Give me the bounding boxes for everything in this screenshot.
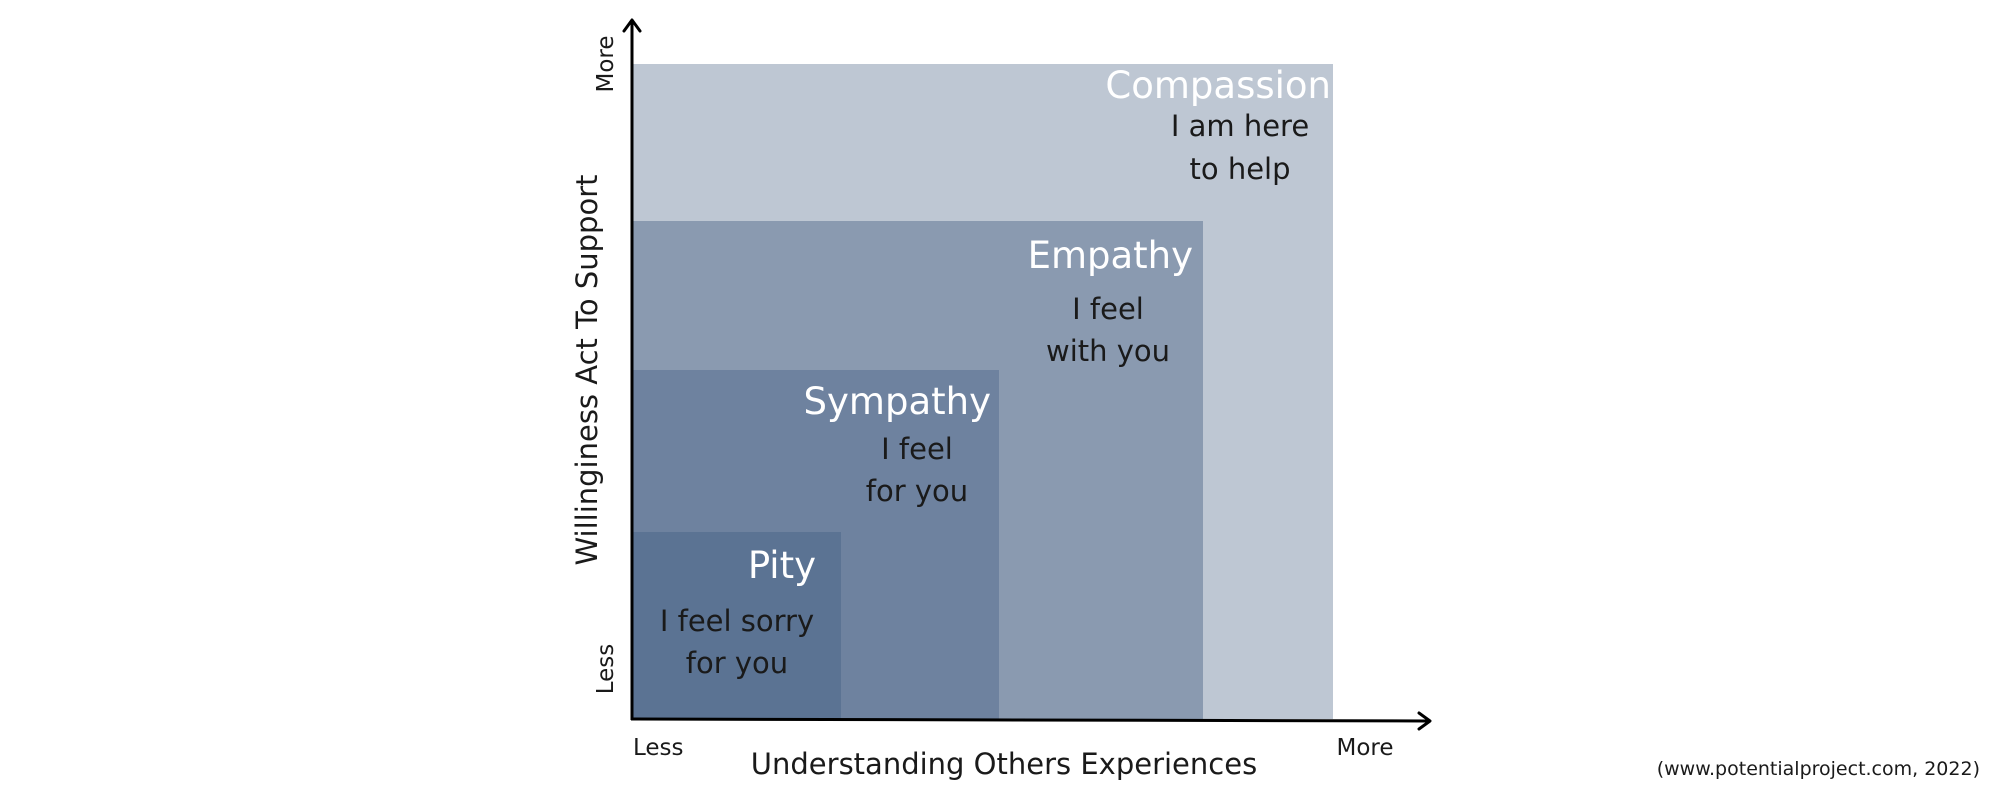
source-citation: (www.potentialproject.com, 2022) xyxy=(1657,758,1980,780)
y-axis-less-label: Less xyxy=(593,644,619,695)
sympathy-line1: I feel xyxy=(881,432,953,466)
compassion-title: Compassion xyxy=(1105,64,1331,107)
sympathy-title: Sympathy xyxy=(804,380,991,423)
pity-line1: I feel sorry xyxy=(660,604,814,638)
x-axis-line xyxy=(630,717,1429,723)
x-axis-arrowhead xyxy=(1417,711,1432,731)
y-axis-arrowhead xyxy=(622,18,642,33)
pity-line2: for you xyxy=(686,646,788,680)
x-axis-more-label: More xyxy=(1336,735,1393,761)
y-axis-title: Willinginess Act To Support xyxy=(570,174,604,565)
pity-region xyxy=(633,532,841,719)
empathy-title: Empathy xyxy=(1028,234,1193,277)
sympathy-line2: for you xyxy=(866,474,968,508)
y-axis-more-label: More xyxy=(593,35,619,92)
x-axis-title: Understanding Others Experiences xyxy=(751,747,1257,781)
empathy-line2: with you xyxy=(1046,334,1170,368)
compassion-line1: I am here xyxy=(1171,109,1309,143)
x-axis-less-label: Less xyxy=(633,735,684,761)
empathy-line1: I feel xyxy=(1072,292,1144,326)
compassion-line2: to help xyxy=(1189,152,1290,186)
pity-title: Pity xyxy=(748,544,816,587)
